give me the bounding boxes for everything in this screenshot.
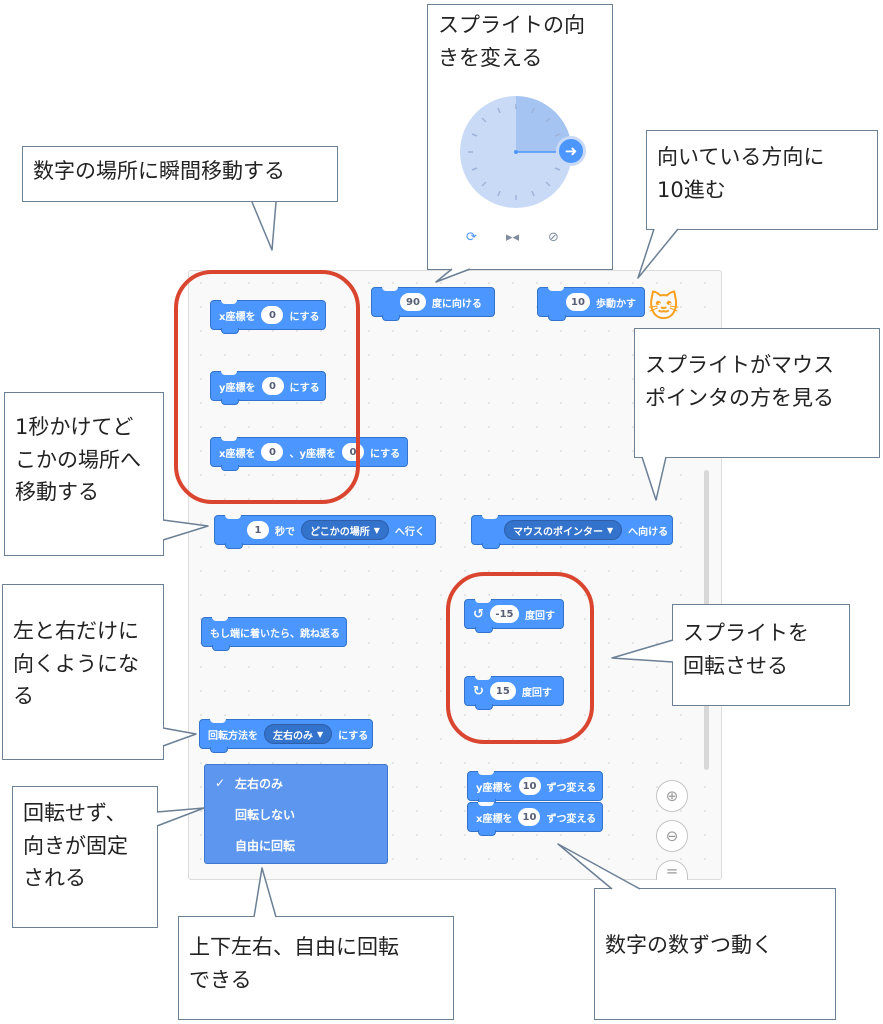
y-value-input[interactable]: 0 — [261, 377, 284, 395]
turn-right-block[interactable]: ↻ 15 度回す — [464, 676, 564, 710]
callout-move-steps: 向いている方向に 10進む — [646, 130, 878, 230]
set-x-block[interactable]: x座標を 0 にする — [210, 300, 326, 334]
menu-item-all-around[interactable]: 自由に回転 — [235, 839, 296, 853]
block-label: 度に向ける — [431, 298, 482, 310]
x-value-input[interactable]: 0 — [261, 306, 284, 324]
rotate-right-icon: ↻ — [473, 683, 484, 699]
block-label: x座標を — [219, 448, 256, 460]
callout-change-by: 数字の数ずつ動く — [594, 888, 836, 1020]
degrees-value-input[interactable]: -15 — [489, 605, 519, 623]
steps-value-input[interactable]: 10 — [566, 293, 590, 311]
glide-target-dropdown[interactable]: どこかの場所▼ — [301, 520, 389, 540]
degrees-value-input[interactable]: 15 — [489, 682, 516, 700]
callout-rotate: スプライトを 回転させる — [672, 604, 850, 706]
rotation-style-block[interactable]: 回転方法を 左右のみ ▼ にする — [199, 719, 373, 753]
set-y-block[interactable]: y座標を 0 にする — [210, 371, 326, 405]
block-label: にする — [338, 730, 369, 742]
block-label: y座標を — [476, 782, 513, 794]
menu-item-left-right[interactable]: 左右のみ — [235, 777, 284, 791]
bounce-block[interactable]: もし端に着いたら、跳ね返る — [201, 617, 347, 651]
caret-down-icon: ▼ — [317, 729, 324, 739]
rotation-style-menu[interactable]: ✓ 左右のみ 回転しない 自由に回転 — [204, 764, 388, 864]
change-y-block[interactable]: y座標を 10 ずつ変える — [467, 771, 603, 805]
point-target-dropdown[interactable]: マウスのポインター ▼ — [504, 520, 623, 540]
block-label: にする — [289, 311, 320, 323]
dropdown-value: どこかの場所 — [310, 526, 370, 538]
point-in-direction-block[interactable]: 90 度に向ける — [371, 287, 495, 321]
caret-down-icon: ▼ — [373, 525, 380, 535]
callout-teleport: 数字の場所に瞬間移動する — [22, 146, 338, 202]
block-label: ずつ変える — [546, 813, 597, 825]
rotate-left-icon: ↺ — [473, 606, 484, 622]
x-change-input[interactable]: 10 — [518, 808, 541, 826]
dial-sector — [516, 96, 572, 152]
check-icon: ✓ — [215, 776, 226, 790]
highlight-ring-turn — [446, 572, 594, 744]
move-steps-block[interactable]: 10 歩動かす — [537, 287, 645, 321]
callout-left-right: 左と右だけに 向くようにな る — [2, 584, 164, 760]
zoom-in-icon[interactable]: ⊕ — [656, 780, 688, 812]
callout-point-mouse: スプライトがマウス ポインタの方を見る — [634, 328, 880, 458]
caret-down-icon: ▼ — [607, 525, 614, 535]
block-label: 回転方法を — [208, 730, 258, 742]
dropdown-value: 左右のみ — [273, 730, 313, 742]
tail-teleport — [251, 201, 277, 251]
rotation-style-dropdown[interactable]: 左右のみ ▼ — [264, 724, 333, 744]
change-x-block[interactable]: x座標を 10 ずつ変える — [467, 802, 603, 836]
y-change-input[interactable]: 10 — [518, 777, 541, 795]
highlight-ring-set-position — [174, 270, 360, 504]
block-label: にする — [289, 382, 320, 394]
direction-value-input[interactable]: 90 — [400, 293, 426, 311]
block-label: もし端に着いたら、跳ね返る — [210, 628, 340, 640]
callout-no-rotate: 回転せず、 向きが固定 される — [12, 786, 158, 928]
callout-free-rotate: 上下左右、自由に回転 できる — [178, 916, 454, 1020]
block-label: へ行く — [394, 526, 425, 538]
block-label: にする — [369, 448, 401, 460]
direction-handle-icon[interactable]: ➜ — [556, 136, 586, 166]
sprite-cat-icon: 🐱 — [648, 290, 680, 325]
point-towards-block[interactable]: マウスのポインター ▼ へ向ける — [471, 515, 673, 549]
block-label: 、y座標を — [289, 448, 336, 460]
direction-dial[interactable] — [460, 96, 572, 208]
x-value-input[interactable]: 0 — [261, 443, 284, 461]
zoom-out-icon[interactable]: ⊖ — [656, 820, 688, 852]
left-right-icon[interactable]: ▸◂ — [506, 230, 520, 245]
block-label: ずつ変える — [546, 782, 597, 794]
block-label: 度回す — [525, 610, 555, 622]
rotate-all-around-icon[interactable]: ⟳ — [466, 230, 477, 245]
block-label: x座標を — [219, 311, 256, 323]
goto-xy-block[interactable]: x座標を 0 、y座標を 0 にする — [210, 437, 408, 471]
menu-item-dont-rotate[interactable]: 回転しない — [235, 808, 296, 822]
dont-rotate-icon[interactable]: ⊘ — [548, 230, 559, 245]
dropdown-value: マウスのポインター — [513, 526, 603, 538]
turn-left-block[interactable]: ↺ -15 度回す — [464, 599, 564, 633]
block-label: x座標を — [476, 813, 513, 825]
block-label: 歩動かす — [596, 298, 636, 310]
callout-glide: 1秒かけてど こかの場所へ 移動する — [4, 392, 164, 556]
block-label: へ向ける — [628, 526, 669, 538]
seconds-value-input[interactable]: 1 — [247, 521, 269, 539]
glide-block[interactable]: 1 秒で どこかの場所▼ へ行く — [214, 515, 436, 549]
block-label: y座標を — [219, 382, 256, 394]
dial-ticks — [468, 96, 572, 200]
block-label: 度回す — [521, 687, 552, 699]
block-label: 秒で — [275, 526, 295, 538]
zoom-reset-icon[interactable]: = — [656, 860, 688, 880]
